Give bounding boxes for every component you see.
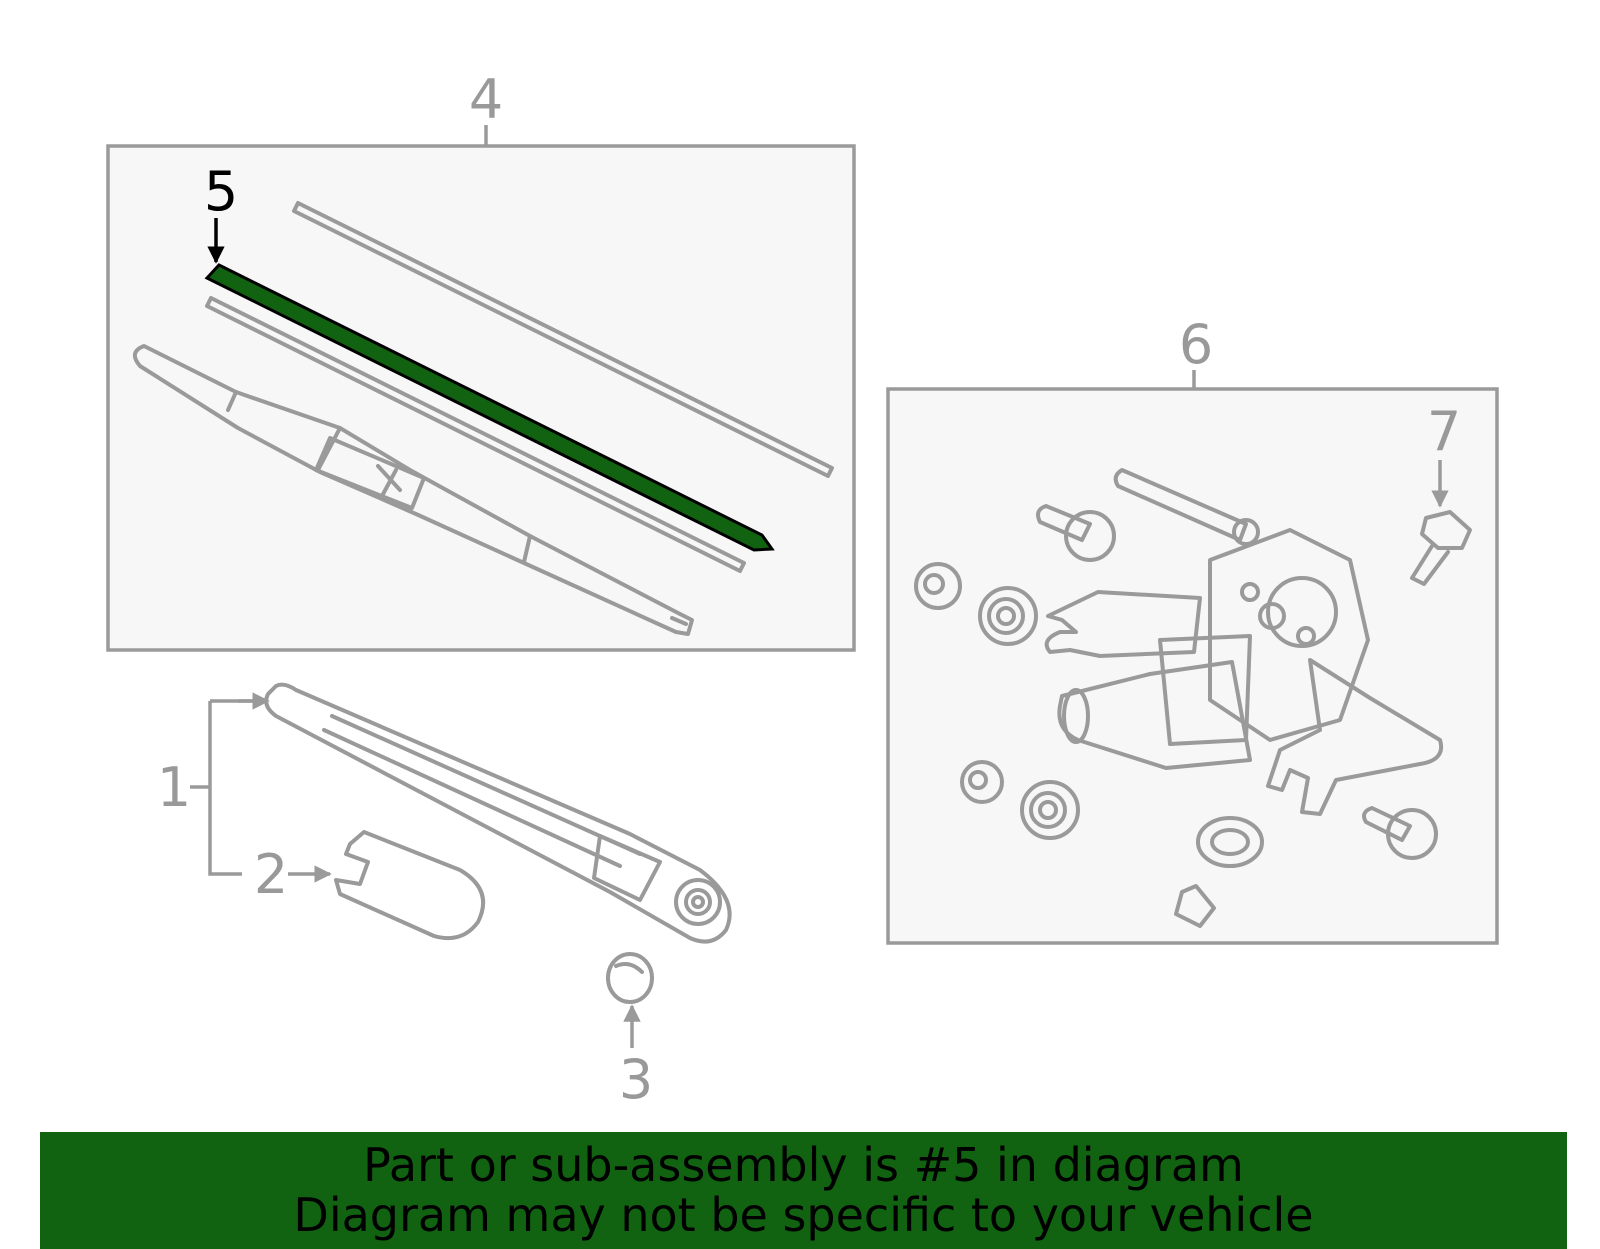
callout-1[interactable]: 1 (157, 756, 191, 819)
grommet-small-2[interactable] (960, 760, 1004, 804)
gearbox-boss (1258, 602, 1286, 630)
blade-seam-3 (522, 534, 532, 564)
blade-rail-top (292, 201, 834, 478)
nut-detail (614, 962, 644, 974)
grommet-small-2-hole (968, 770, 988, 790)
banner-line-1: Part or sub-assembly is #5 in diagram (363, 1138, 1244, 1192)
bolt-7-shank (1410, 544, 1450, 586)
motor-gear-housing (1158, 634, 1252, 746)
blade-seam-2 (316, 426, 342, 472)
mount-bracket-right (1266, 658, 1443, 816)
wiper-motor-group: 6 (886, 313, 1499, 945)
wiper-arm[interactable] (264, 682, 732, 944)
pivot-cap[interactable] (334, 830, 486, 941)
blade-tip (670, 616, 688, 626)
callout-7[interactable]: 7 (1427, 400, 1461, 463)
blade-clip (314, 436, 426, 510)
shaft-collar (1232, 518, 1260, 546)
callout-5[interactable]: 5 (204, 160, 238, 223)
bolt-upper[interactable] (1036, 504, 1092, 542)
nut-group: 3 (606, 952, 654, 1111)
motor-end (1062, 688, 1090, 744)
wiper-arm-pivot-outer (674, 878, 722, 926)
gearbox-bolt-2 (1296, 626, 1316, 646)
callout-6[interactable]: 6 (1179, 313, 1213, 376)
blade-rail-lower (205, 296, 746, 573)
wiper-arm-hinge (592, 834, 662, 902)
grommet-small-1-hole (923, 573, 945, 595)
nut[interactable] (606, 952, 654, 1004)
info-banner: Part or sub-assembly is #5 in diagram Di… (40, 1132, 1567, 1249)
wiper-arm-pivot-inner (684, 888, 712, 916)
blade-refill-highlighted[interactable] (204, 263, 775, 552)
banner-line-2: Diagram may not be specific to your vehi… (293, 1188, 1314, 1242)
grommet-small-1[interactable] (914, 562, 962, 610)
wiper-arm-ridge (330, 714, 642, 856)
motor-shaft (1113, 468, 1248, 542)
grommet-large-2-hole (1038, 800, 1058, 820)
bolt-7-head[interactable] (1420, 510, 1472, 550)
callout-4[interactable]: 4 (469, 68, 503, 131)
wiper-arm-group: 1 (157, 682, 732, 944)
pivot-cap-group: 2 (254, 830, 486, 941)
gearbox-cover (1266, 576, 1338, 648)
grommet-large-1[interactable] (978, 586, 1038, 646)
callout-3[interactable]: 3 (619, 1048, 653, 1111)
collar-nut[interactable] (1174, 884, 1216, 928)
bushing[interactable] (1196, 816, 1264, 868)
wiper-arm-ridge-2 (322, 728, 622, 868)
bolt-7-group: 7 (1410, 400, 1472, 586)
grommet-large-2-inner (1029, 791, 1067, 829)
blade-clip-x (376, 464, 402, 498)
wiper-blade-body (132, 344, 694, 636)
bolt-lower[interactable] (1362, 806, 1412, 842)
grommet-large-2[interactable] (1020, 780, 1080, 840)
bushing-inner (1210, 828, 1250, 856)
wiper-blade-assembly-group: 4 5 (106, 68, 856, 652)
callout-2[interactable]: 2 (254, 843, 288, 906)
wiper-arm-pivot-center (691, 895, 705, 909)
bolt-lower-head (1386, 808, 1438, 860)
grommet-large-1-hole (996, 606, 1016, 626)
blade-seam-1 (226, 390, 238, 412)
motor-gearbox (1208, 528, 1370, 742)
grommet-large-1-inner (987, 597, 1025, 635)
bolt-upper-head (1064, 510, 1116, 562)
mount-bracket-left (1044, 590, 1202, 658)
gearbox-bolt-1 (1240, 582, 1260, 602)
